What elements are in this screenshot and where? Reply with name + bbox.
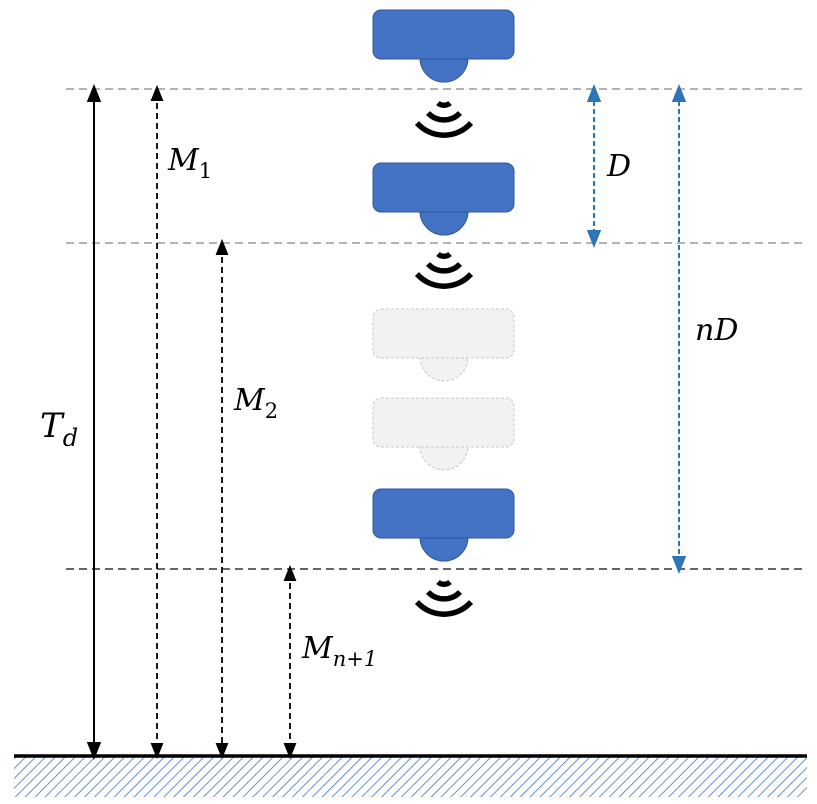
m2-label-sub: 2 xyxy=(265,399,278,423)
total-depth-label-sub: d xyxy=(63,424,78,452)
sonar-sensor-ghost-icon xyxy=(372,397,515,471)
m1-label: M1 xyxy=(167,143,212,183)
total-depth-label: Td xyxy=(40,406,78,452)
sonar-sensor-icon xyxy=(372,162,515,236)
sound-wave-icon xyxy=(414,579,474,617)
spacing-d-label: D xyxy=(606,149,631,184)
sound-wave-icon xyxy=(414,251,474,289)
spacing-nd-label: nD xyxy=(695,313,738,348)
mn1-label-sub: n+1 xyxy=(333,647,377,671)
ground-hatch xyxy=(14,757,807,797)
sound-wave-icon xyxy=(414,100,474,138)
total-depth-label-main: T xyxy=(40,406,65,446)
m1-label-sub: 1 xyxy=(199,159,212,183)
sonar-sensor-icon xyxy=(372,9,515,83)
mn1-label-main: M xyxy=(301,631,334,666)
m2-label-main: M xyxy=(233,383,266,418)
m1-label-main: M xyxy=(167,143,200,178)
sonar-sensor-icon xyxy=(372,488,515,562)
mn1-label: Mn+1 xyxy=(301,631,377,671)
sonar-sensor-ghost-icon xyxy=(372,308,515,382)
m2-label: M2 xyxy=(233,383,278,423)
